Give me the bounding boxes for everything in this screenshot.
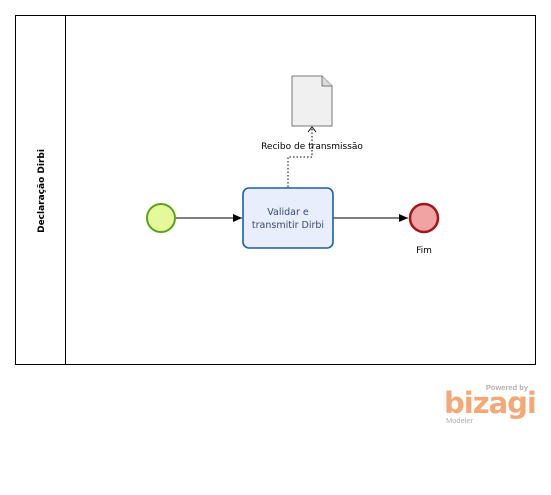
- data-object-label: Recibo de transmissão: [261, 142, 363, 152]
- powered-by-text: Powered by: [486, 383, 529, 392]
- end-event[interactable]: [408, 202, 440, 234]
- modeler-text: Modeler: [446, 416, 474, 425]
- data-association[interactable]: [287, 126, 317, 187]
- document-shape[interactable]: [291, 75, 333, 127]
- pool-label: Declaração Dirbi: [37, 149, 47, 233]
- task-label-line2: transmitir Dirbi: [252, 220, 324, 231]
- data-object-icon[interactable]: [291, 75, 333, 127]
- task-label-line1: Validar e: [267, 207, 309, 218]
- task-box[interactable]: [242, 187, 334, 249]
- document-fold: [321, 76, 332, 87]
- bizagi-logo: bizagi: [444, 386, 536, 420]
- start-event[interactable]: [146, 203, 176, 233]
- end-event-label: Fim: [416, 246, 432, 256]
- bizagi-watermark: Powered by bizagi Modeler: [444, 383, 537, 425]
- task-validar-transmitir[interactable]: Validar e transmitir Dirbi: [242, 187, 334, 249]
